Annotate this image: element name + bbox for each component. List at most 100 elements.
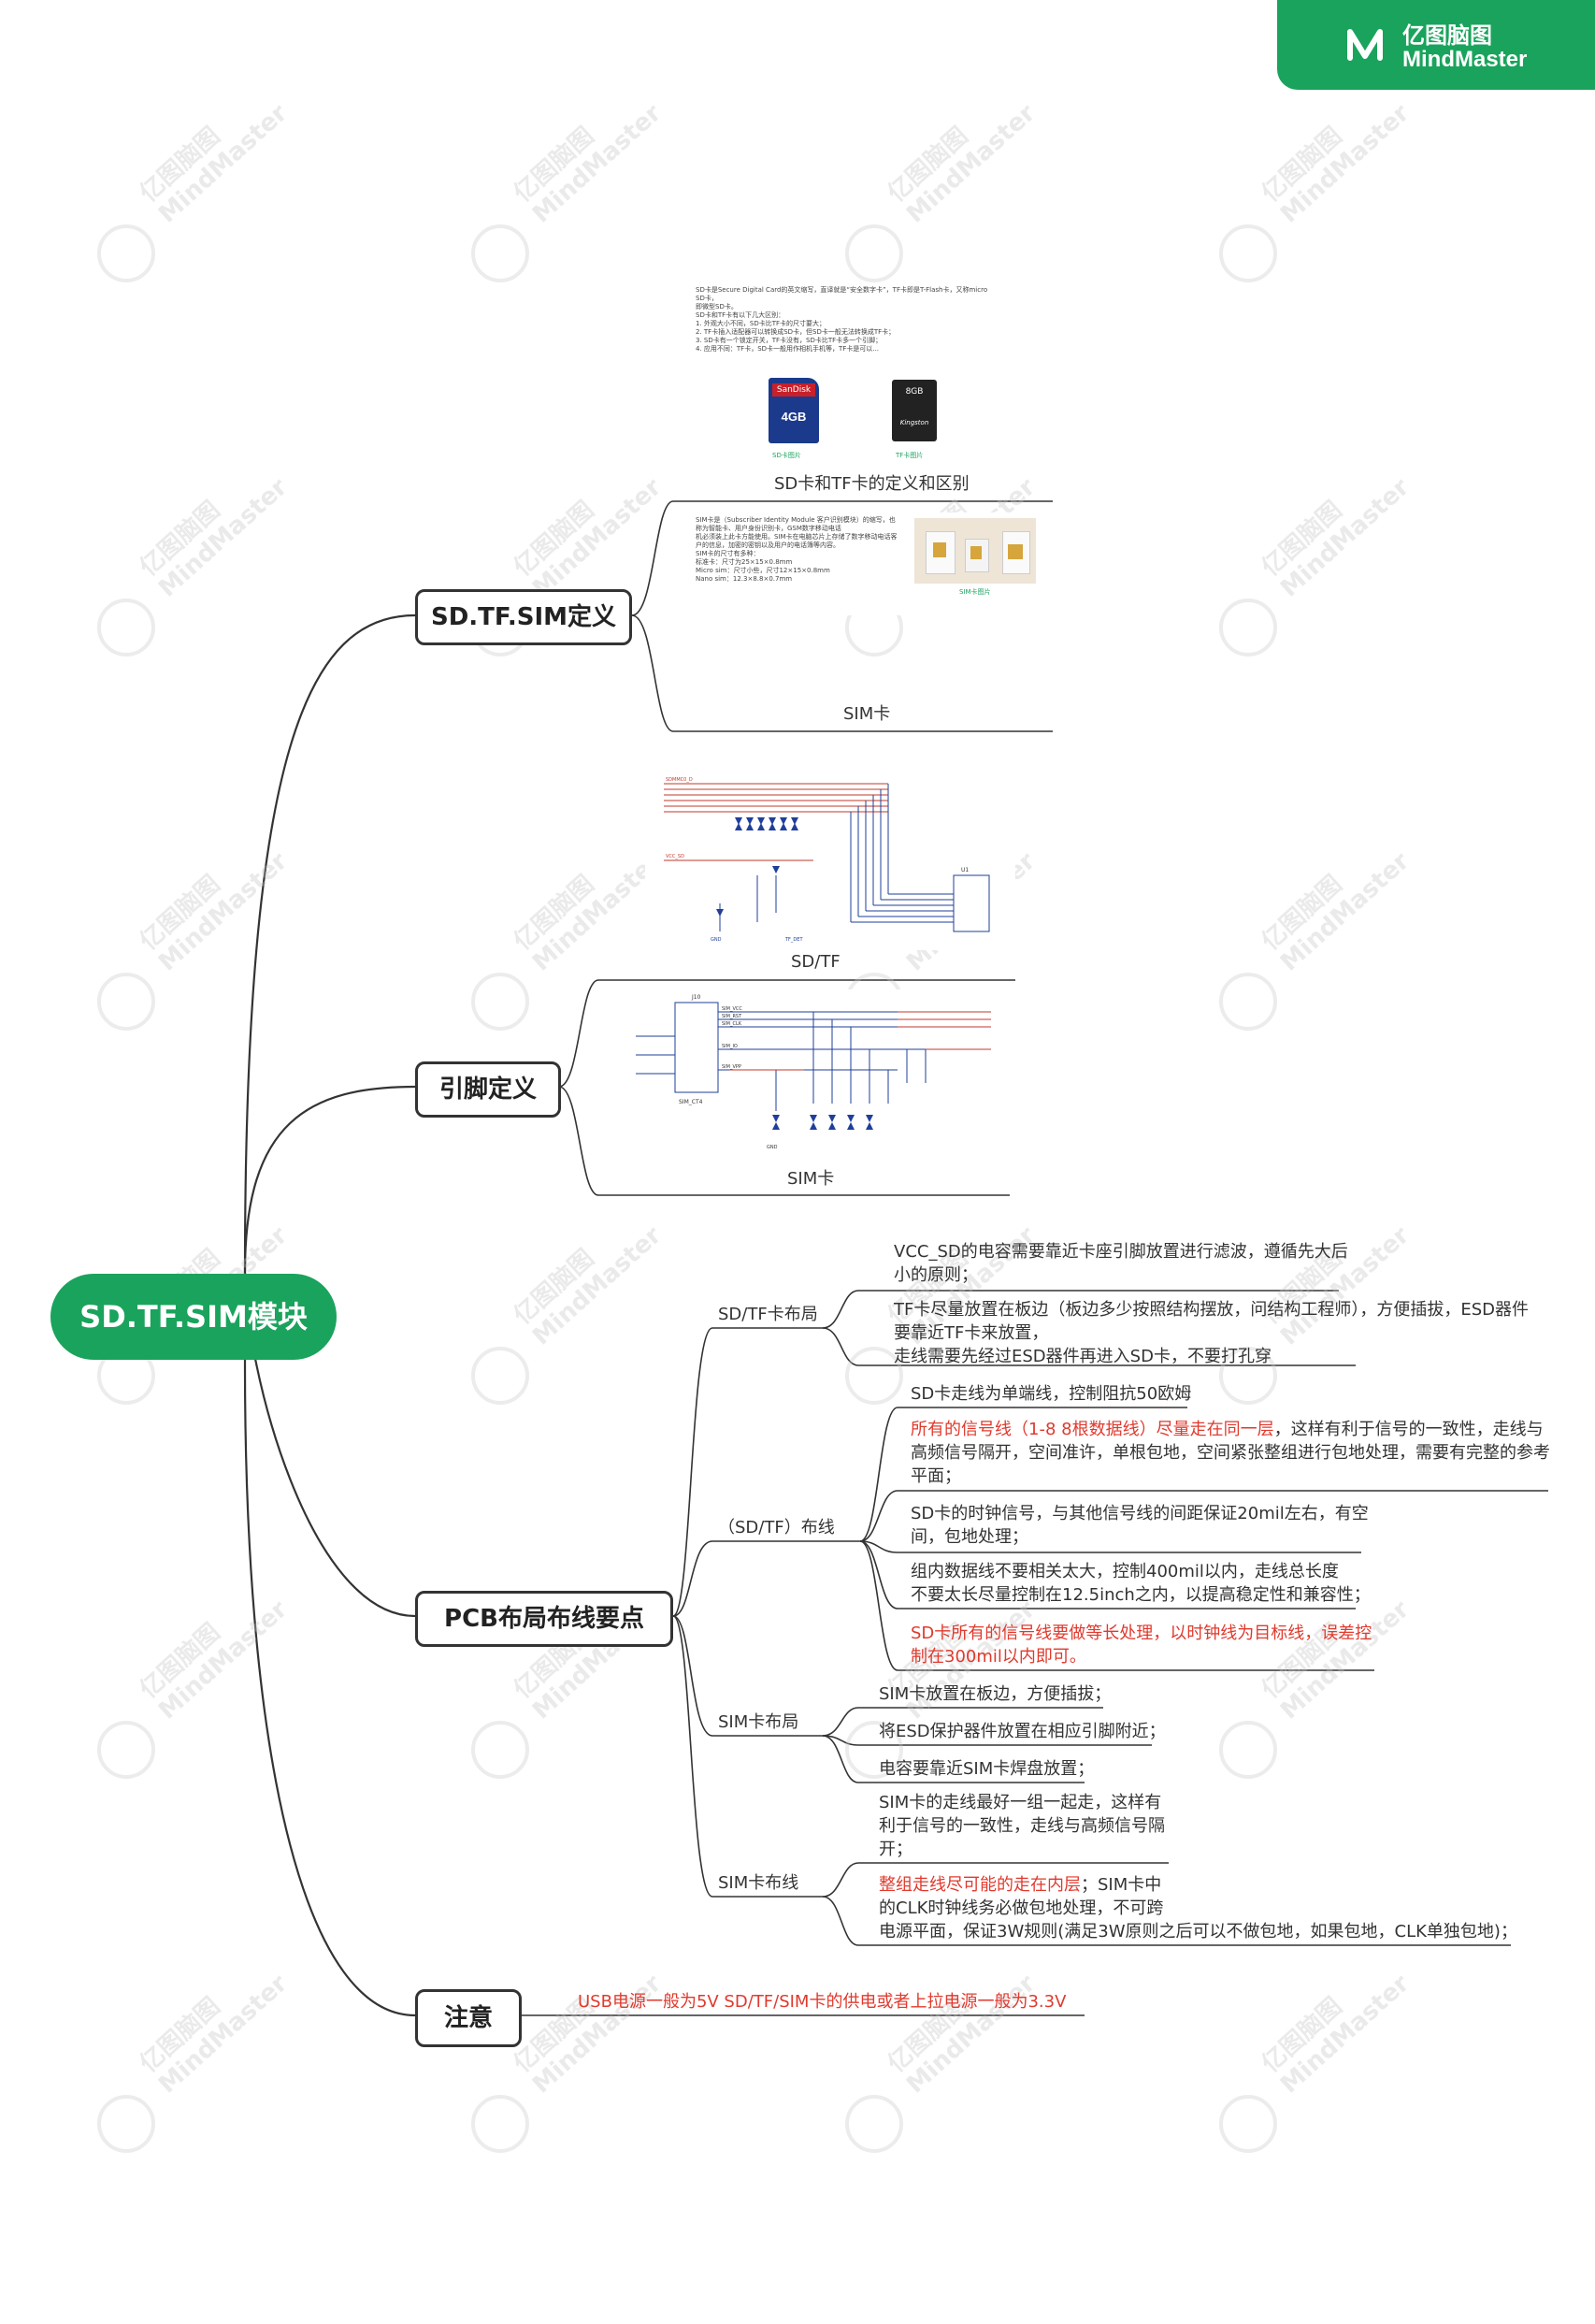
- sd-card-brand: SanDisk: [772, 383, 815, 397]
- sim-schematic: J10 SIM_CT4 SIM_VCC SIM_RST SIM_CLK SIM_…: [636, 994, 991, 1150]
- watermark-logo-icon: [1219, 973, 1277, 1031]
- sd-definition-text: SD卡是Secure Digital Card的英文缩写，直译就是“安全数字卡”…: [696, 286, 997, 354]
- sd-doc-line: 3. SD卡有一个锁定开关，TF卡没有，SD卡比TF卡多一个引脚；: [696, 337, 883, 344]
- sim-definition-text: SIM卡是（Subscriber Identity Module 客户识别模块）…: [696, 516, 901, 584]
- sdtf-net-det: TF_DET: [784, 937, 803, 943]
- sim-layout-item-1: SIM卡放置在板边，方便插拔；: [879, 1684, 1112, 1704]
- sd-tf-routing-label[interactable]: （SD/TF）布线: [718, 1518, 835, 1537]
- sim-pin-label[interactable]: SIM卡: [787, 1169, 835, 1189]
- sd-card-caption: SD卡图片: [772, 452, 801, 459]
- sim-pin-vcc: SIM_VCC: [722, 1006, 742, 1012]
- branch-pin-definition[interactable]: 引脚定义: [415, 1061, 561, 1118]
- sd-doc-line: 即微型SD卡。: [696, 303, 738, 310]
- watermark-logo-icon: [471, 973, 529, 1031]
- brand-name-cn: 亿图脑图: [1402, 22, 1492, 49]
- sim-chip-ref: J10: [691, 994, 701, 1001]
- branch-pcb-layout[interactable]: PCB布局布线要点: [415, 1591, 673, 1647]
- tf-card-brand: Kingston: [899, 419, 929, 426]
- sim-definition-image: SIM卡是（Subscriber Identity Module 客户识别模块）…: [696, 512, 1042, 615]
- watermark-logo-icon: [1219, 224, 1277, 282]
- watermark-logo-icon: [97, 1721, 155, 1779]
- sim-pin-io: SIM_IO: [722, 1044, 738, 1049]
- sim-layout-item-2: 将ESD保护器件放置在相应引脚附近；: [879, 1722, 1166, 1741]
- watermark-logo-icon: [1219, 1721, 1277, 1779]
- sd-doc-line: 2. TF卡插入适配器可以转换成SD卡，但SD卡一般无法转换成TF卡；: [696, 328, 896, 336]
- sim-layout-item-3: 电容要靠近SIM卡焊盘放置；: [879, 1759, 1095, 1779]
- sd-tf-pin-label[interactable]: SD/TF: [791, 952, 841, 972]
- sim-doc-line: 标准卡：尺寸为25×15×0.8mm: [696, 558, 793, 566]
- brand-badge[interactable]: 亿图脑图 MindMaster: [1277, 0, 1595, 90]
- watermark-logo-icon: [97, 224, 155, 282]
- sd-card-picture: SanDisk 4GB: [769, 378, 819, 443]
- sdtf-net-prefix: SDMMC0_D: [666, 777, 693, 783]
- sim-routing-label[interactable]: SIM卡布线: [718, 1873, 799, 1893]
- sim-card-picture: [914, 518, 1036, 584]
- sim-pin-vpp: SIM_VPP: [722, 1064, 741, 1070]
- branch-notice[interactable]: 注意: [415, 1989, 522, 2047]
- sdtf-net-vcc: VCC_SD: [666, 854, 684, 859]
- watermark-logo-icon: [471, 1721, 529, 1779]
- watermark-logo-icon: [97, 973, 155, 1031]
- sd-doc-line: SD卡和TF卡有以下几大区别：: [696, 311, 785, 319]
- watermark-logo-icon: [1219, 1347, 1277, 1405]
- sim-doc-line: Micro sim：尺寸小些，尺寸12×15×0.8mm: [696, 567, 830, 574]
- watermark-logo-icon: [845, 2095, 903, 2153]
- tf-card-caption: TF卡图片: [896, 452, 924, 459]
- brand-name-en: MindMaster: [1402, 47, 1528, 72]
- sim-doc-line: Nano sim：12.3×8.8×0.7mm: [696, 575, 793, 583]
- sim-part-name: SIM_CT4: [679, 1099, 703, 1105]
- watermark-logo-icon: [1219, 599, 1277, 657]
- sim-pin-rst: SIM_RST: [722, 1014, 742, 1019]
- sd-doc-line: 4. 应用不同：TF卡，SD卡一般用作相机手机等，TF卡是可以...: [696, 345, 880, 353]
- sim-pin-gnd: GND: [767, 1145, 778, 1150]
- sdtf-chip-ref: U1: [961, 867, 969, 873]
- watermark-logo-icon: [471, 224, 529, 282]
- tf-card-capacity: 8GB: [905, 387, 924, 397]
- sd-tf-routing-item-5: SD卡所有的信号线要做等长处理，以时钟线为目标线，误差控 制在300mil以内即…: [911, 1624, 1372, 1667]
- sd-tf-routing-item-2: 所有的信号线（1-8 8根数据线）尽量走在同一层，这样有利于信号的一致性，走线与…: [911, 1420, 1550, 1486]
- sd-tf-schematic-image: U1 SDMMC0_D VCC_SD GND TF_DET: [645, 772, 1015, 950]
- tf-card-picture: 8GB Kingston: [892, 380, 937, 441]
- sd-tf-definition-label[interactable]: SD卡和TF卡的定义和区别: [774, 474, 970, 494]
- sd-tf-layout-label[interactable]: SD/TF卡布局: [718, 1305, 818, 1324]
- sim-definition-label[interactable]: SIM卡: [843, 704, 891, 724]
- sim-card-caption: SIM卡图片: [959, 588, 991, 596]
- sd-tf-layout-item-2: TF卡尽量放置在板边（板边多少按照结构摆放，问结构工程师），方便插拔，ESD器件…: [894, 1300, 1530, 1366]
- sd-doc-line: SD卡是Secure Digital Card的英文缩写，直译就是“安全数字卡”…: [696, 286, 988, 302]
- sd-tf-routing-item-3: SD卡的时钟信号，与其他信号线的间距保证20mil左右，有空 间，包地处理；: [911, 1504, 1369, 1547]
- notice-text: USB电源一般为5V SD/TF/SIM卡的供电或者上拉电源一般为3.3V: [578, 1992, 1067, 2012]
- sd-tf-routing-item-1: SD卡走线为单端线，控制阻抗50欧姆: [911, 1384, 1192, 1404]
- sim-routing-item-1: SIM卡的走线最好一组一起走，这样有 利于信号的一致性，走线与高频信号隔 开；: [879, 1793, 1165, 1859]
- sd-doc-line: 1. 外观大小不同，SD卡比TF卡的尺寸要大；: [696, 320, 826, 327]
- watermark-logo-icon: [845, 1347, 903, 1405]
- watermark-logo-icon: [471, 1347, 529, 1405]
- sd-card-capacity: 4GB: [781, 410, 807, 424]
- branch-definition[interactable]: SD.TF.SIM定义: [415, 589, 632, 645]
- root-topic[interactable]: SD.TF.SIM模块: [50, 1274, 337, 1360]
- watermark-logo-icon: [1219, 2095, 1277, 2153]
- watermark-logo-icon: [97, 599, 155, 657]
- sim-routing-item-2: 整组走线尽可能的走在内层；SIM卡中 的CLK时钟线务必做包地处理，不可跨 电源…: [879, 1875, 1517, 1941]
- sim-layout-label[interactable]: SIM卡布局: [718, 1712, 799, 1732]
- watermark-logo-icon: [471, 2095, 529, 2153]
- sd-tf-layout-item-1: VCC_SD的电容需要靠近卡座引脚放置进行滤波，遵循先大后 小的原则；: [894, 1242, 1348, 1285]
- sd-tf-routing-item-4: 组内数据线不要相关太大，控制400mil以内，走线总长度 不要太长尽量控制在12…: [911, 1562, 1371, 1605]
- mindmaster-logo-icon: [1347, 29, 1383, 61]
- sim-doc-line: 机必须装上此卡方能使用。SIM卡在电脑芯片上存储了数字移动电话客户的信息，加密的…: [696, 533, 898, 549]
- sim-doc-line: SIM卡是（Subscriber Identity Module 客户识别模块）…: [696, 516, 896, 532]
